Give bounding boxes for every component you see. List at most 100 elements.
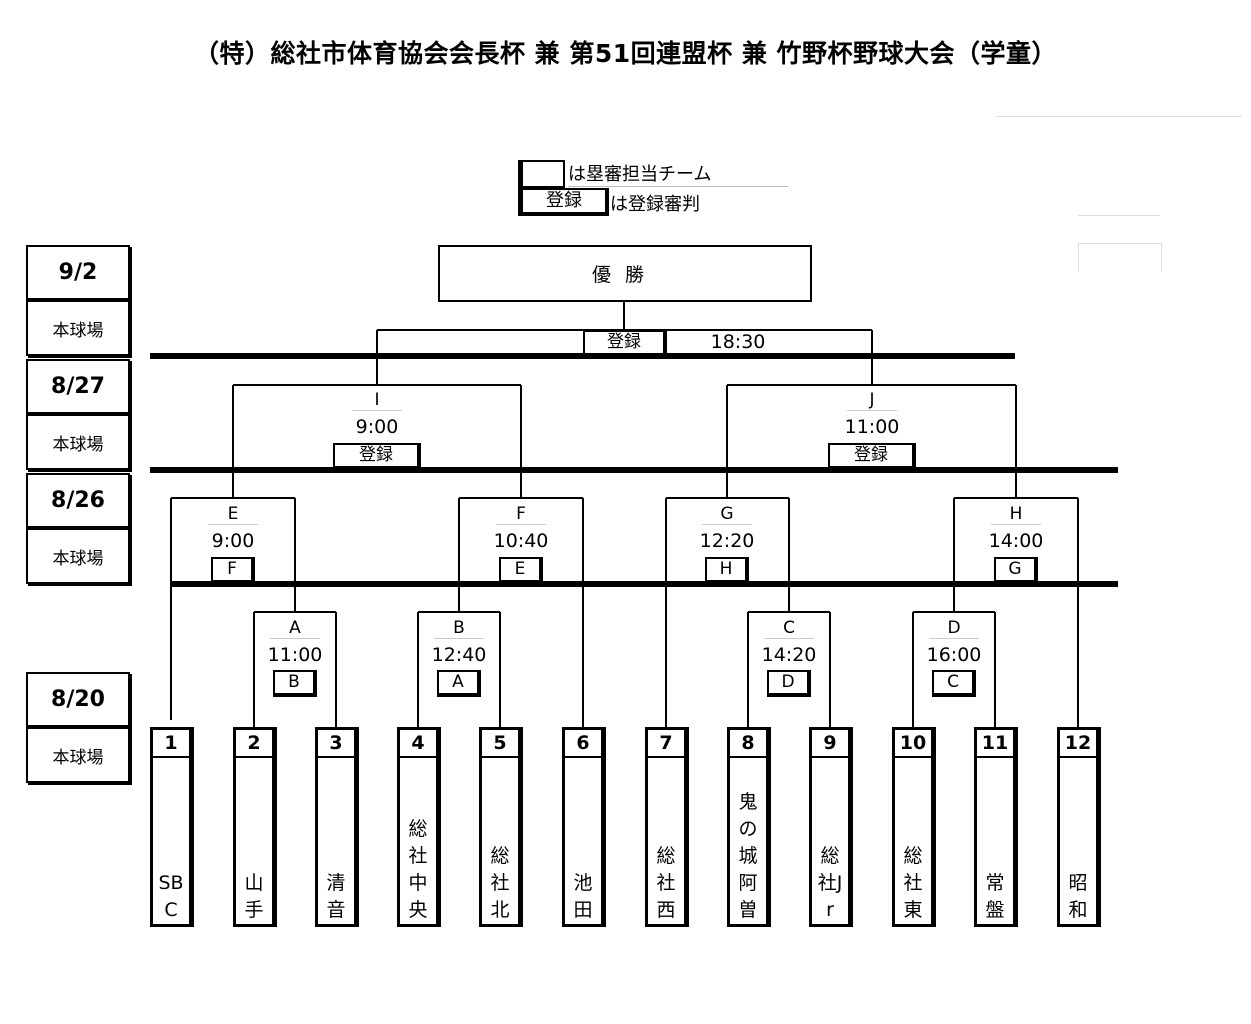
bracket-line <box>953 498 955 612</box>
bracket-line <box>170 498 172 720</box>
legend-umpire-swatch <box>518 160 565 190</box>
match-time: 11:00 <box>267 644 323 666</box>
team-name: 総社東 <box>903 845 923 921</box>
final-referee-box: 登録 <box>583 330 667 357</box>
team-name: 清音 <box>326 872 346 921</box>
bracket-line <box>748 611 830 613</box>
page-title: （特）総社市体育協会会長杯 兼 第51回連盟杯 兼 竹野杯野球大会（学童） <box>193 39 1058 68</box>
team-number: 9 <box>812 730 848 758</box>
legend-registered-box: 登録 <box>518 188 609 216</box>
match-referee-box: C <box>932 670 976 697</box>
legend-umpire-text: は塁審担当チーム <box>568 160 788 187</box>
team-name: 昭和 <box>1068 872 1088 921</box>
team-number: 12 <box>1060 730 1096 758</box>
date-cell: 8/20 <box>26 672 130 727</box>
team-name: 池田 <box>573 872 593 921</box>
legend-registered-text: は登録審判 <box>610 194 700 215</box>
team-name: 山手 <box>244 872 264 921</box>
bracket-line <box>623 300 625 330</box>
match-referee-box: 登録 <box>828 443 916 470</box>
team-slot: 11 常盤 <box>974 727 1018 927</box>
bracket-line <box>458 498 460 612</box>
match-time: 12:40 <box>431 644 487 666</box>
bracket-line <box>418 611 500 613</box>
match-time: 10:40 <box>493 530 549 552</box>
match-referee-box: H <box>705 557 749 584</box>
bracket-line <box>727 384 1016 386</box>
match-referee-box: E <box>499 557 543 584</box>
match-id: B <box>434 618 484 639</box>
date-cell: 8/26 <box>26 473 130 528</box>
match-time: 9:00 <box>211 530 255 552</box>
team-slot: 6 池田 <box>562 727 606 927</box>
bracket-line <box>335 612 337 727</box>
venue-cell: 本球場 <box>26 727 130 783</box>
bracket-line <box>912 612 914 727</box>
bracket-line <box>582 498 584 727</box>
legend: は塁審担当チーム 登録 は登録審判 <box>518 158 798 218</box>
team-number: 3 <box>318 730 354 758</box>
team-number: 10 <box>895 730 931 758</box>
bracket-line <box>499 612 501 727</box>
bracket-line <box>150 353 1015 359</box>
bracket-line <box>747 612 749 727</box>
match-referee-box: F <box>211 557 255 584</box>
team-number: 8 <box>730 730 766 758</box>
bracket-line <box>171 497 295 499</box>
decor-line <box>1078 215 1160 216</box>
bracket-line <box>232 385 234 498</box>
venue-cell: 本球場 <box>26 528 130 584</box>
match-id: F <box>496 504 546 525</box>
team-number: 2 <box>236 730 272 758</box>
bracket-line <box>459 497 583 499</box>
date-cell: 8/27 <box>26 359 130 414</box>
bracket-line <box>954 497 1078 499</box>
venue-cell: 本球場 <box>26 414 130 470</box>
match-id: G <box>702 504 752 525</box>
bracket-line <box>994 612 996 727</box>
team-name: 総社西 <box>656 845 676 921</box>
bracket-line <box>150 467 1118 473</box>
match-id: A <box>270 618 320 639</box>
decor-line <box>996 116 1242 117</box>
match-id: H <box>991 504 1041 525</box>
final-time: 18:30 <box>710 331 766 353</box>
team-slot: 8 鬼の城阿曽 <box>727 727 771 927</box>
bracket-line <box>788 498 790 612</box>
match-referee-box: A <box>437 670 481 697</box>
decor-box <box>1078 243 1162 272</box>
team-slot: 10 総社東 <box>892 727 936 927</box>
match-id: J <box>847 390 897 411</box>
match-time: 14:20 <box>761 644 817 666</box>
team-slot: 4 総社中央 <box>397 727 441 927</box>
team-slot: 12 昭和 <box>1057 727 1101 927</box>
team-name: 総社中央 <box>408 818 428 921</box>
team-number: 6 <box>565 730 601 758</box>
match-id: E <box>208 504 258 525</box>
bracket-line <box>1015 385 1017 498</box>
team-number: 1 <box>153 730 189 758</box>
match-referee-box: 登録 <box>333 443 421 470</box>
match-time: 9:00 <box>355 416 399 438</box>
team-slot: 2 山手 <box>233 727 277 927</box>
match-referee-box: G <box>994 557 1038 584</box>
team-name: SBC <box>158 872 184 921</box>
team-slot: 3 清音 <box>315 727 359 927</box>
team-number: 7 <box>648 730 684 758</box>
bracket-line <box>913 611 995 613</box>
bracket-line <box>726 385 728 498</box>
team-name: 鬼の城阿曽 <box>738 791 758 921</box>
bracket-line <box>253 612 255 727</box>
bracket-line <box>417 612 419 727</box>
venue-cell: 本球場 <box>26 300 130 356</box>
team-number: 5 <box>482 730 518 758</box>
bracket-line <box>170 581 1118 587</box>
match-time: 11:00 <box>844 416 900 438</box>
team-name: 常盤 <box>985 872 1005 921</box>
bracket-line <box>520 385 522 498</box>
team-number: 4 <box>400 730 436 758</box>
bracket-line <box>666 497 789 499</box>
team-number: 11 <box>977 730 1013 758</box>
